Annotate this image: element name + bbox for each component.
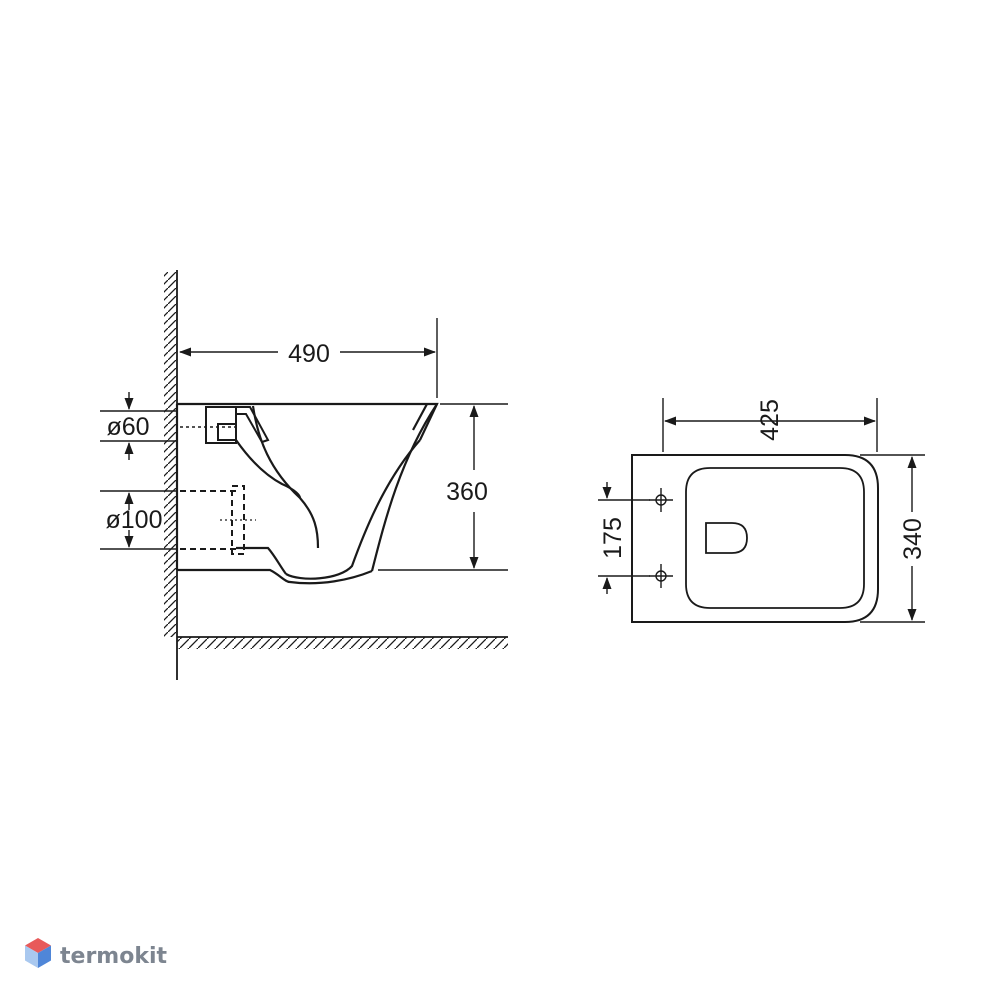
outlet-diameter-label: ø100 xyxy=(106,506,163,534)
dimension-340 xyxy=(860,454,925,623)
dimension-inlet xyxy=(100,392,177,460)
bolt-hole-bottom xyxy=(649,564,673,588)
inlet-diameter-label: ø60 xyxy=(106,413,149,441)
top-depth-dimension-label: 340 xyxy=(899,518,927,560)
bolt-hole-top xyxy=(649,488,673,512)
inlet-fitting xyxy=(180,406,270,444)
dimension-175 xyxy=(598,482,650,594)
top-width-dimension-label: 425 xyxy=(756,399,784,441)
dimension-490 xyxy=(179,318,438,398)
toilet-side-profile xyxy=(175,402,439,585)
floor xyxy=(177,636,508,649)
bolt-spacing-dimension-label: 175 xyxy=(599,517,627,559)
width-dimension-label: 490 xyxy=(288,340,330,368)
toilet-bowl-opening xyxy=(685,467,865,609)
toilet-top-outline xyxy=(631,454,879,623)
drain-opening xyxy=(705,522,748,554)
outlet-pipe xyxy=(180,485,256,555)
top-view xyxy=(598,398,925,623)
dimension-outlet xyxy=(100,490,177,550)
hexagon-cube-logo-icon xyxy=(25,938,51,968)
dimension-360 xyxy=(378,403,508,571)
side-view xyxy=(100,270,508,680)
watermark-text: termokit xyxy=(60,944,167,969)
height-dimension-label: 360 xyxy=(446,478,488,506)
wall xyxy=(164,270,178,680)
dimension-425 xyxy=(662,398,878,452)
